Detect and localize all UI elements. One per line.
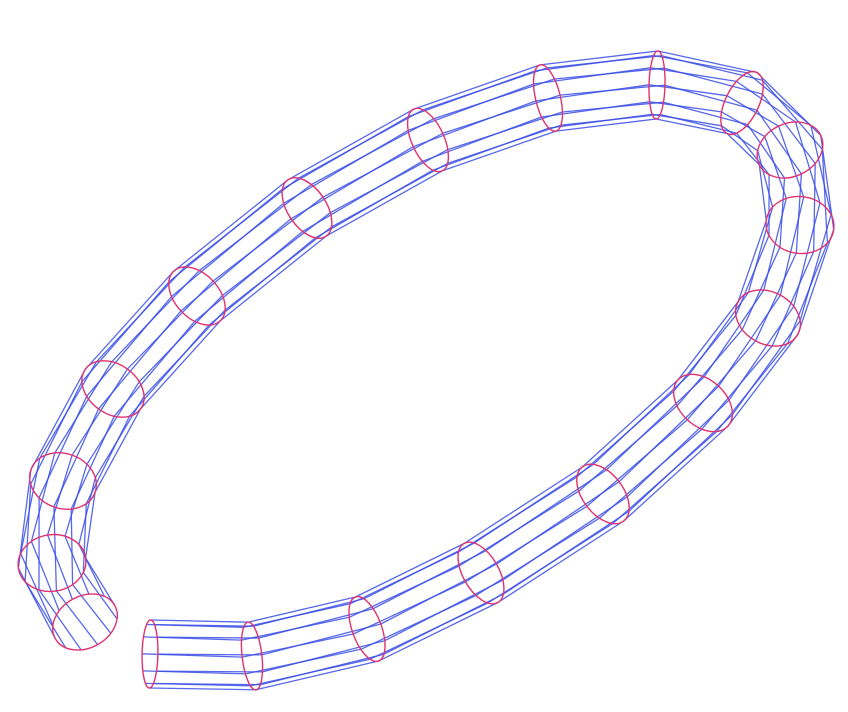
longitude-line xyxy=(64,101,786,641)
cross-section-ring xyxy=(765,195,835,255)
cross-section-ring xyxy=(532,64,564,132)
longitude-line xyxy=(17,50,835,691)
longitude-line xyxy=(78,113,770,628)
cross-section-ring xyxy=(240,621,264,691)
cross-section-ring xyxy=(756,121,824,179)
cross-section-ring xyxy=(672,373,734,433)
cross-section-ring xyxy=(406,107,450,173)
longitude-line xyxy=(82,113,774,627)
cross-section-ring xyxy=(28,452,98,510)
longitude-line xyxy=(84,118,767,623)
cross-section-rings xyxy=(17,50,835,691)
cross-section-ring xyxy=(457,541,505,605)
cross-section-ring xyxy=(648,50,666,120)
cross-section-ring xyxy=(81,360,145,418)
longitude-lines xyxy=(17,50,835,691)
cross-section-ring xyxy=(141,619,159,689)
cross-section-ring xyxy=(576,463,630,525)
cross-section-ring xyxy=(17,533,87,593)
longitude-line xyxy=(24,54,832,686)
longitude-line xyxy=(70,101,787,639)
cross-section-ring xyxy=(348,595,386,663)
cross-section-ring xyxy=(281,177,333,239)
cross-section-ring xyxy=(52,593,118,651)
cross-section-ring xyxy=(720,70,764,136)
cross-section-ring xyxy=(168,266,226,326)
longitude-line xyxy=(46,84,803,658)
cross-section-ring xyxy=(734,289,802,347)
